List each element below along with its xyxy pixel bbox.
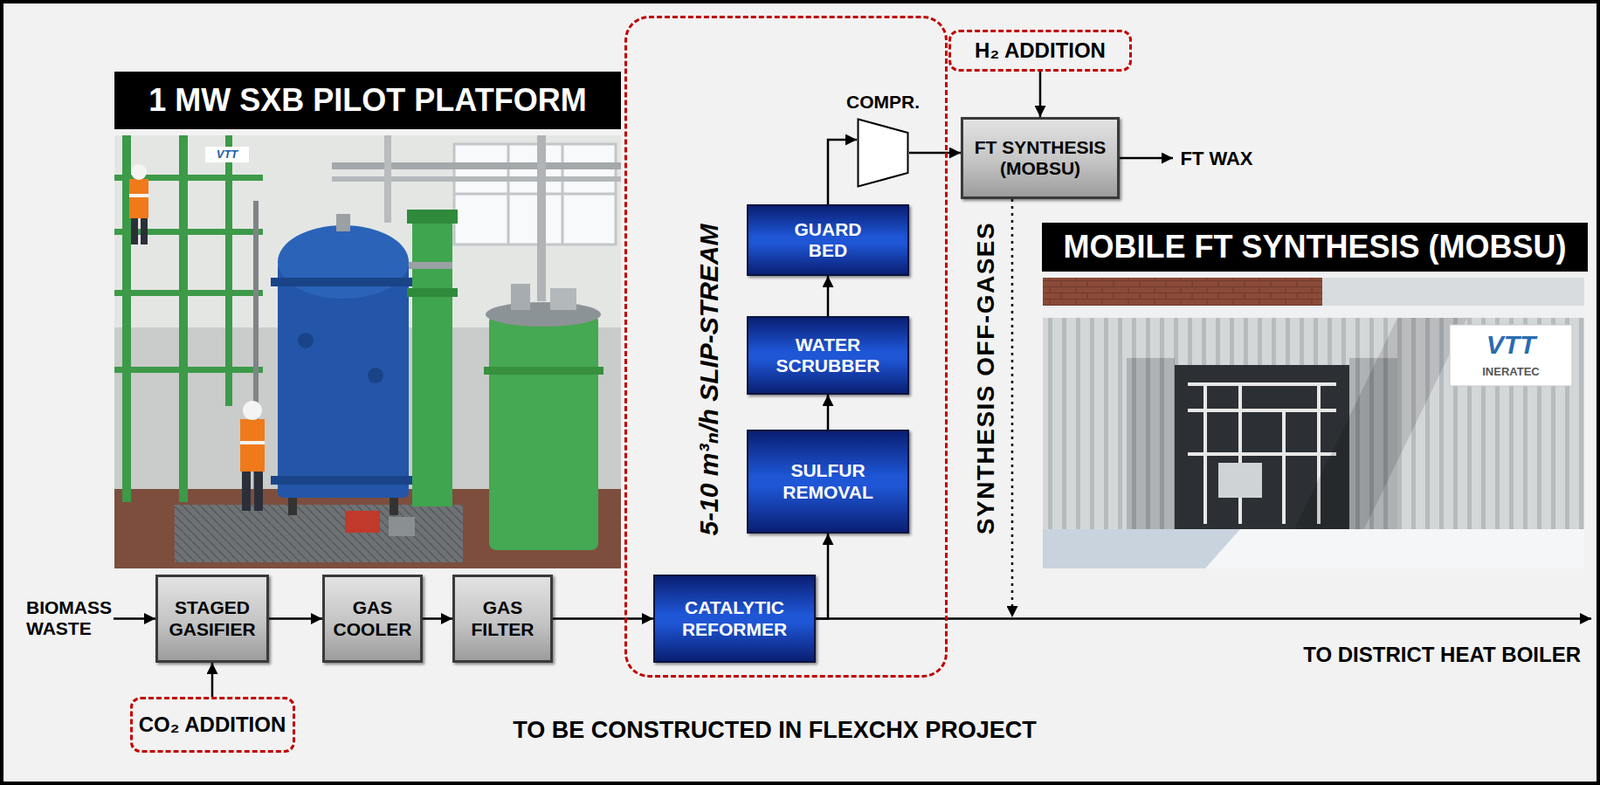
node-text: CATALYTIC REFORMER [668,597,800,640]
flow-arrow [909,151,961,155]
section-title-bar: 1 MW SXB PILOT PLATFORM [114,71,621,130]
node-text: GUARD BED [784,219,872,262]
node-text: BIOMASS WASTE [26,597,114,640]
input-box: H₂ ADDITION [948,29,1132,72]
flow-arrow [827,275,830,317]
outlet-label: TO DISTRICT HEAT BOILER [1283,611,1592,671]
photo-logo: INERATEC [1449,363,1573,381]
flow-arrow [815,533,828,620]
flow-arrow [815,617,1592,621]
mobile-unit-photo [1042,277,1585,569]
flow-arrow [268,617,323,621]
flow-arrow [113,617,156,621]
node-text: 1 MW SXB PILOT PLATFORM [148,82,587,118]
flow-arrow [827,139,857,205]
process-box: GAS FILTER [452,574,553,663]
edge-label: SYNTHESIS OFF-GASES [972,219,1000,538]
input-box: CO₂ ADDITION [130,696,296,753]
process-box: CATALYTIC REFORMER [653,574,816,663]
product-label: FT WAX [1172,141,1261,177]
node-text: STAGED GASIFIER [164,597,261,640]
node-text: TO DISTRICT HEAT BOILER [1303,642,1581,668]
section-title-bar: MOBILE FT SYNTHESIS (MOBSU) [1041,222,1588,272]
flow-arrow [211,662,214,697]
node-text: FT SYNTHESIS (MOBSU) [969,137,1111,180]
node-text: SULFUR REMOVAL [762,460,894,503]
process-box: WATER SCRUBBER [746,316,910,395]
compressor-outline [856,117,910,188]
process-box: SULFUR REMOVAL [746,429,910,534]
node-text: MOBILE FT SYNTHESIS (MOBSU) [1063,228,1567,265]
project-note: TO BE CONSTRUCTED IN FLEXCHX PROJECT [486,716,1063,746]
slip-stream-region: 5-10 m³ₙ/h SLIP-STREAM COMPR. GUARD BED WAT… [624,15,948,678]
feed-label: BIOMASS WASTE [26,593,114,643]
node-text: CO₂ ADDITION [138,712,286,738]
flow-arrow [1011,199,1014,618]
flow-arrow [1119,157,1173,160]
region-label: 5-10 m³ₙ/h SLIP-STREAM [694,223,725,536]
node-text: GAS FILTER [461,597,545,640]
pilot-plant-photo [114,135,621,569]
symbol-label: COMPR. [846,91,920,113]
compressor-symbol: COMPR. [856,117,910,188]
node-text: WATER SCRUBBER [762,334,894,377]
node-text: H₂ ADDITION [974,38,1106,63]
process-box: GUARD BED [746,204,910,276]
flow-arrow [422,617,453,621]
flow-arrow [552,617,654,621]
photo-logo: VTT [1449,326,1573,362]
process-box: STAGED GASIFIER [155,574,269,663]
flow-arrow [827,394,830,430]
process-box: GAS COOLER [322,574,423,663]
node-text: FT WAX [1179,147,1253,170]
node-text: GAS COOLER [331,597,414,640]
process-box: FT SYNTHESIS (MOBSU) [960,117,1120,200]
photo-logo: VTT [205,146,249,163]
flow-arrow [1039,71,1042,118]
